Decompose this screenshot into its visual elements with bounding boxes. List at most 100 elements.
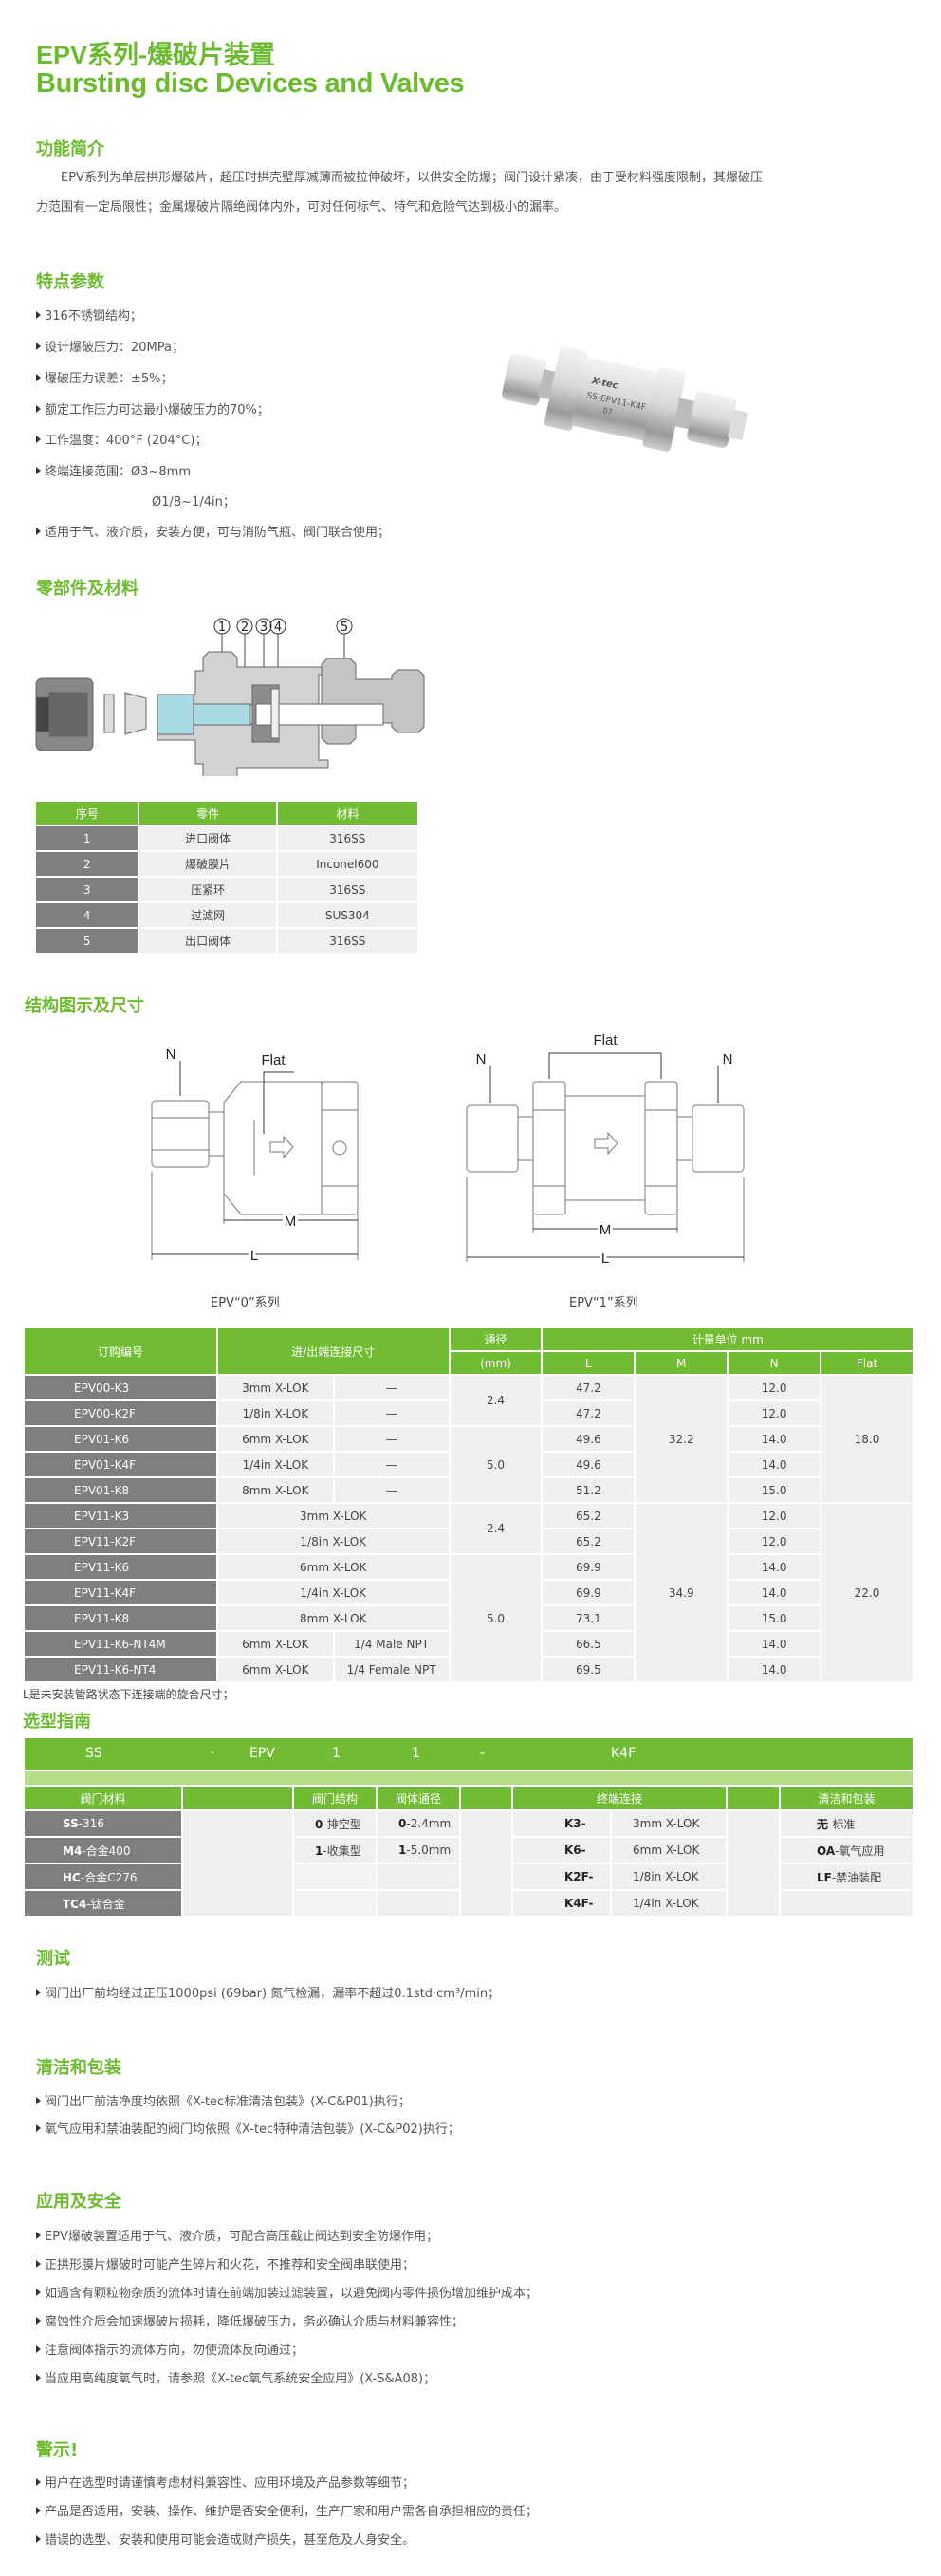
l-value: 69.9 xyxy=(543,1555,635,1579)
callout-1: 1 xyxy=(218,621,226,635)
col-header-unit: 计量单位 mm xyxy=(543,1328,913,1350)
part-name: 爆破膜片 xyxy=(139,852,276,876)
part-no: 4 xyxy=(36,903,138,927)
l-value: 47.2 xyxy=(543,1376,635,1399)
l-value: 73.1 xyxy=(543,1606,635,1630)
material-desc: -合金C276 xyxy=(80,1870,138,1884)
structure-desc: -排空型 xyxy=(323,1817,361,1831)
code-bore: 1 xyxy=(412,1746,420,1761)
m-value: 34.9 xyxy=(636,1504,728,1681)
ends-desc: 3mm X-LOK xyxy=(612,1811,726,1836)
part-material: 316SS xyxy=(277,826,417,850)
ends-desc: 6mm X-LOK xyxy=(612,1838,726,1863)
code-structure: 1 xyxy=(332,1746,341,1761)
intro-heading: 功能简介 xyxy=(36,139,104,159)
material-option: HC-合金C276 xyxy=(25,1864,181,1889)
warning-item: 错误的选型、安装和使用可能会造成财产损失，甚至危及人身安全。 xyxy=(36,2530,415,2548)
connection-size: 6mm X-LOK xyxy=(217,1555,449,1579)
label-n: N xyxy=(166,1047,176,1063)
n-value: 15.0 xyxy=(729,1606,821,1630)
label-flat: Flat xyxy=(593,1032,618,1048)
feature-item: 设计爆破压力：20MPa； xyxy=(36,337,184,355)
part-name: 压紧环 xyxy=(139,878,276,901)
inlet-connection: 1/4in X-LOK xyxy=(217,1453,333,1476)
part-material: 316SS xyxy=(277,929,417,953)
col-header: 零件 xyxy=(139,802,276,825)
features-heading: 特点参数 xyxy=(36,272,104,292)
blank-cell xyxy=(728,1787,779,1809)
intro-line: EPV系列为单层拱形爆破片，超压时拱壳壁厚减薄而被拉伸破坏，以供安全防爆；阀门设… xyxy=(61,171,763,185)
m-value: 32.2 xyxy=(636,1376,728,1502)
material-code: M4 xyxy=(63,1844,83,1858)
selection-guide-table: SS · EPV 1 1 - K4F 阀门材料 阀门结构 阀体通径 终端连接 清… xyxy=(23,1736,914,1918)
l-value: 69.9 xyxy=(543,1581,635,1604)
page-title-cn: EPV系列-爆破片装置 xyxy=(36,41,276,69)
bore-option: 1-5.0mm xyxy=(378,1838,459,1863)
testing-heading: 测试 xyxy=(36,1949,70,1969)
code-material: SS xyxy=(85,1746,102,1761)
inlet-connection: 8mm X-LOK xyxy=(217,1478,333,1502)
structure-option xyxy=(294,1864,376,1889)
ends-desc: 1/8in X-LOK xyxy=(612,1864,726,1889)
epv0-caption: EPV“0”系列 xyxy=(211,1296,280,1310)
material-code: SS xyxy=(63,1817,79,1830)
inlet-connection: 3mm X-LOK xyxy=(217,1376,333,1399)
outlet-connection: — xyxy=(334,1427,449,1451)
page-title-en: Bursting disc Devices and Valves xyxy=(36,68,465,99)
code-ends: K4F xyxy=(611,1746,637,1761)
cleaning-code: LF xyxy=(817,1870,832,1884)
bore-desc: -2.4mm xyxy=(406,1817,452,1830)
connection-size: 8mm X-LOK xyxy=(217,1606,449,1630)
n-value: 14.0 xyxy=(729,1427,821,1451)
safety-item: 腐蚀性介质会加速爆破片损耗，降低爆破压力，务必确认介质与材料兼容性； xyxy=(36,2311,464,2329)
ends-code: K6- xyxy=(513,1838,610,1863)
n-value: 14.0 xyxy=(729,1632,821,1656)
callout-3: 3 xyxy=(260,621,268,635)
n-value: 14.0 xyxy=(729,1453,821,1476)
material-desc: -合金400 xyxy=(82,1844,131,1858)
part-material: Inconel600 xyxy=(277,852,417,876)
cleaning-item: 阀门出厂前洁净度均依照《X-tec标准清洁包装》(X-C&P01)执行； xyxy=(36,2091,411,2109)
l-value: 47.2 xyxy=(543,1401,635,1425)
order-code: EPV11-K3 xyxy=(25,1504,216,1528)
col-header-bore: 通径 xyxy=(450,1328,542,1350)
selection-heading: 选型指南 xyxy=(23,1712,91,1732)
label-m: M xyxy=(285,1214,297,1230)
bore-value: 2.4 xyxy=(450,1376,542,1425)
parts-cross-section-diagram: 1 2 3 4 5 xyxy=(35,618,425,776)
ends-desc: 1/4in X-LOK xyxy=(612,1891,726,1916)
cleaning-heading: 清洁和包装 xyxy=(36,2058,121,2078)
cleaning-item: 氧气应用和禁油装配的阀门均依照《X-tec特种清洁包装》(X-C&P02)执行； xyxy=(36,2119,460,2137)
col-header-flat: Flat xyxy=(821,1352,913,1374)
ends-code: K4F- xyxy=(513,1891,610,1916)
part-name: 出口阀体 xyxy=(139,929,276,953)
order-code: EPV01-K8 xyxy=(25,1478,216,1502)
col-header-bore: 阀体通径 xyxy=(378,1787,459,1809)
feature-item-continuation: Ø1/8~1/4in； xyxy=(152,495,235,510)
order-code: EPV11-K6 xyxy=(25,1555,216,1579)
bore-value: 5.0 xyxy=(450,1555,542,1681)
part-no: 3 xyxy=(36,878,138,901)
material-option: SS-316 xyxy=(25,1811,181,1836)
feature-item: 适用于气、液介质，安装方便，可与消防气瓶、阀门联合使用； xyxy=(36,522,390,540)
material-desc: -钛合金 xyxy=(86,1897,125,1911)
cleaning-desc: -标准 xyxy=(828,1817,856,1831)
safety-heading: 应用及安全 xyxy=(36,2192,121,2212)
blank-cell xyxy=(461,1811,511,1916)
connection-size: 1/8in X-LOK xyxy=(217,1529,449,1553)
feature-item: 终端连接范围：Ø3~8mm xyxy=(36,461,191,479)
